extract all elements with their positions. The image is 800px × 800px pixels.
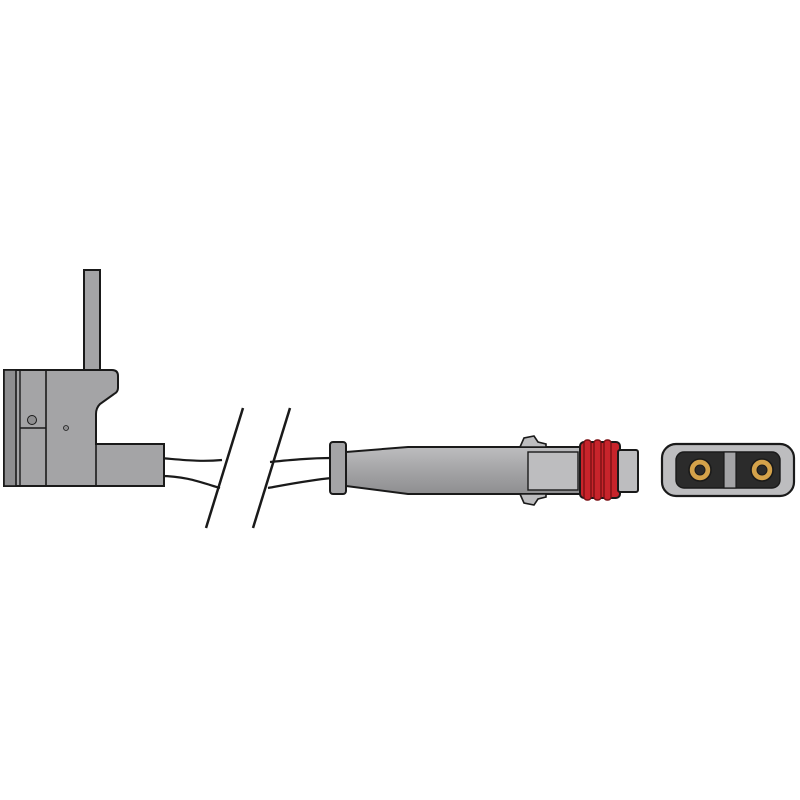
sensor-pin-dot xyxy=(27,415,37,425)
sensor-edge-strip xyxy=(3,369,17,487)
plug-latch-top xyxy=(518,435,547,448)
sensor-head-icon xyxy=(3,269,165,487)
plug-latch-bottom xyxy=(518,493,547,506)
seal-ring-2 xyxy=(593,439,602,501)
wire-right-upper xyxy=(269,456,333,464)
sensor-small-hole xyxy=(63,425,69,431)
sensor-block xyxy=(3,369,165,487)
socket-pin-right-hole xyxy=(756,464,768,476)
sensor-tab xyxy=(83,269,101,371)
cable-wires xyxy=(159,456,333,490)
socket-divider xyxy=(723,451,737,489)
plug-icon xyxy=(329,435,639,506)
wire-left-upper xyxy=(159,456,223,462)
socket-pin-left-hole xyxy=(694,464,706,476)
wire-left-lower xyxy=(159,474,221,490)
break-line-right xyxy=(251,407,292,529)
break-lines-icon xyxy=(204,407,292,529)
break-line-left xyxy=(204,407,245,529)
plug-collar xyxy=(329,441,347,495)
seal-rings xyxy=(579,439,621,501)
plug-tip xyxy=(617,449,639,493)
plug-latch-arm xyxy=(527,451,579,491)
two-pin-socket-icon xyxy=(660,442,796,498)
seal-ring-3 xyxy=(603,439,612,501)
seal-ring-1 xyxy=(583,439,592,501)
wire-right-lower xyxy=(267,476,333,490)
